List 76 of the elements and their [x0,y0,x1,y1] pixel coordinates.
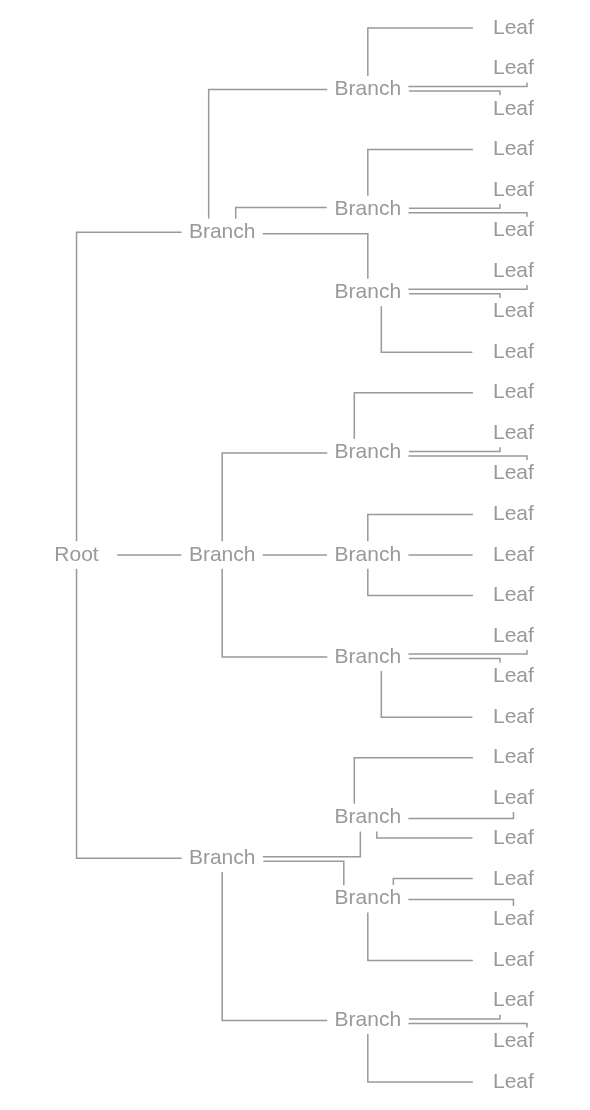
node-text: Leaf [493,298,534,322]
node-text: Leaf [493,582,534,606]
connector [407,649,528,655]
connector [367,911,474,962]
connector [221,452,328,542]
connector [408,90,501,96]
node-text: Leaf [493,460,534,484]
node-text: Branch [334,196,402,220]
node-text: Leaf [493,257,534,281]
connector [376,830,474,839]
node-text: Branch [334,278,402,302]
connector [207,88,328,220]
connector [262,860,345,886]
connector [353,392,474,440]
node-text: Leaf [493,865,534,889]
connector [407,1022,528,1029]
connector [353,756,474,805]
node-text: Leaf [493,55,534,79]
connector [380,670,474,718]
node-text: Leaf [493,744,534,768]
node-text: Branch [334,541,402,565]
node-text: Leaf [493,906,534,930]
node-text: Leaf [493,622,534,646]
node-text: Leaf [493,419,534,443]
connector [407,554,474,556]
connector [407,455,528,461]
node-text: Leaf [493,946,534,970]
connector [407,81,528,88]
node-text: Leaf [493,987,534,1011]
node-text: Leaf [493,541,534,565]
connector [262,554,328,556]
node-text: Branch [334,439,402,463]
node-text: Leaf [493,1068,534,1092]
node-text: Leaf [493,703,534,727]
connector [75,231,183,542]
node-text: Branch [334,804,402,828]
node-text: Branch [188,844,256,868]
connector [407,284,528,290]
connector [367,567,474,597]
node-text: Leaf [493,95,534,119]
connector [408,203,501,209]
connector [367,513,474,543]
node-text: Branch [188,541,256,565]
node-text: Branch [188,218,256,242]
connector [380,305,474,354]
node-text: Leaf [493,136,534,160]
connector [221,568,328,658]
node-text: Branch [334,1006,402,1030]
node-text: Leaf [493,784,534,808]
connector [407,211,528,218]
connector [408,293,501,299]
node-text: Branch [334,643,402,667]
node-text: Leaf [493,176,534,200]
node-text: Leaf [493,379,534,403]
connector [116,554,183,556]
node-text: Branch [334,885,402,909]
connector [221,871,328,1022]
node-text: Leaf [493,825,534,849]
node-text: Leaf [493,14,534,38]
node-text: Branch [334,76,402,100]
node-text: Leaf [493,501,534,525]
connector [408,446,501,453]
node-text: Leaf [493,217,534,241]
connector [262,830,362,858]
connector [408,1014,501,1020]
node-text: Leaf [493,663,534,687]
node-text: Root [54,541,99,565]
connector [392,877,474,886]
connector [75,568,183,860]
connector [408,657,501,664]
connector [262,232,369,280]
connector [367,148,474,197]
connector [367,1033,474,1083]
node-text: Leaf [493,1028,534,1052]
connector [367,27,474,77]
node-text: Leaf [493,338,534,362]
